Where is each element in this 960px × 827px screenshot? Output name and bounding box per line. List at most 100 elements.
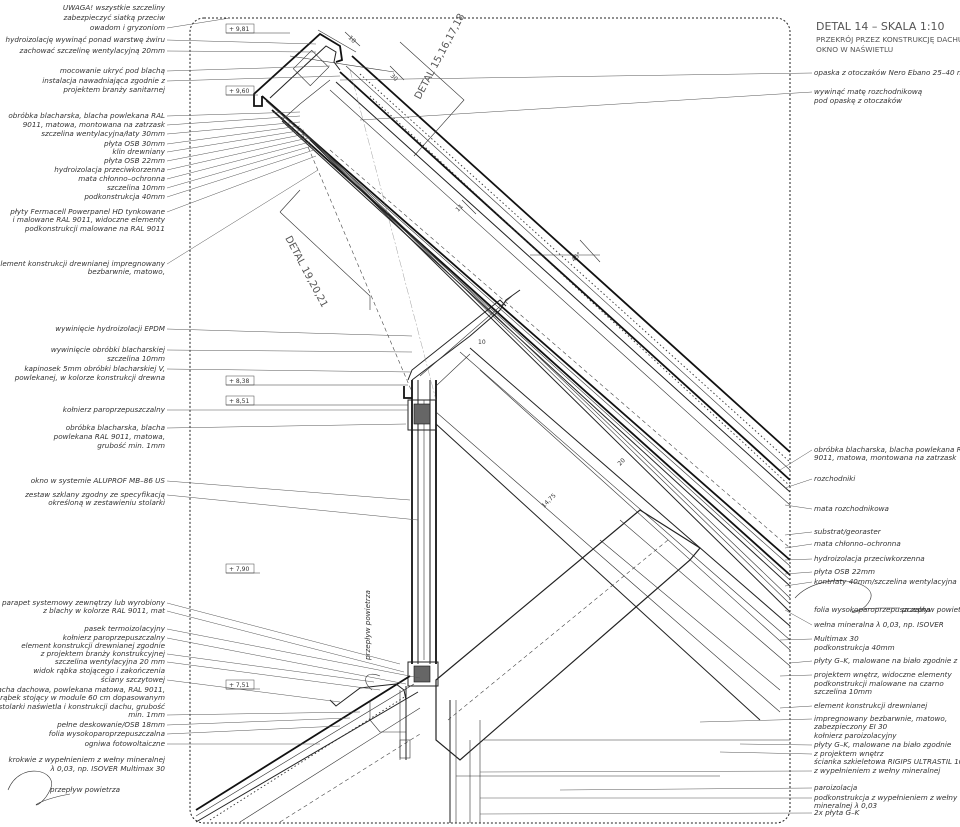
airflow-arrow-left: [7, 770, 71, 806]
interior-wall: [449, 700, 790, 823]
annotation-label: mocowanie ukryć pod blachą: [60, 66, 165, 75]
leader-line: [166, 111, 301, 117]
left-leader-lines: [166, 17, 421, 745]
airflow-label-vertical: przepływ powietrza: [363, 590, 372, 661]
leader-line: [779, 449, 813, 471]
annotation-label: powlekanej, w kolorze konstrukcji drewna: [14, 373, 165, 382]
level-marker: + 9,60: [225, 85, 258, 96]
leader-line: [784, 478, 813, 489]
detail-callout-a: DETAL 15,16,17,18: [413, 12, 467, 101]
annotation-label: element konstrukcji drewnianej: [814, 701, 927, 710]
annotation-label: λ 0,03, np. ISOVER Multimax 30: [49, 764, 165, 773]
annotation-label: podkonstrukcji malowane na RAL 9011: [24, 224, 165, 233]
annotation-label: i malowane RAL 9011, widoczne elementy: [13, 215, 166, 224]
level-text: + 8,51: [229, 398, 249, 405]
leader-line: [784, 558, 813, 561]
leader-line: [166, 725, 341, 735]
leader-line: [359, 91, 813, 121]
level-marker: + 7,51: [225, 679, 260, 690]
annotation-label: płyta OSB 22mm: [813, 567, 875, 576]
annotation-label: wywinięcie obróbki blacharskiej: [51, 345, 165, 354]
annotation-label: Multimax 30: [814, 634, 859, 643]
leader-line: [699, 718, 813, 723]
annotation-label: wełna mineralna λ 0,03, np. ISOVER: [814, 620, 944, 629]
diagonal-timber-member: [435, 509, 791, 761]
leader-line: [784, 531, 813, 536]
title-sub-1: PRZEKRÓJ PRZEZ KONSTRUKCJĘ DACHU,: [816, 35, 960, 44]
upper-roof-layers: [261, 55, 791, 613]
annotation-label: ściany szczytowej: [101, 675, 165, 684]
leader-line: [166, 65, 331, 72]
annotation-label: mata rozchodnikowa: [814, 504, 889, 513]
annotation-label: zachować szczelinę wentylacyjną 20mm: [19, 46, 165, 55]
angle-label: 45°: [570, 251, 582, 263]
annotation-label: substrat/georaster: [814, 527, 882, 536]
annotation-label: płyta OSB 30mm: [103, 139, 165, 148]
leader-line: [166, 141, 311, 180]
annotation-label: ogniwa fotowoltaiczne: [85, 739, 166, 748]
leader-line: [166, 137, 309, 171]
annotation-label: rozchodniki: [814, 474, 855, 483]
annotation-label: kołnierz paroprzepuszczalny: [63, 633, 166, 642]
annotation-label: instalacja nawadniająca zgodnie z: [42, 76, 165, 85]
title-sub-2: OKNO W NAŚWIETLU: [816, 45, 893, 54]
leader-line: [166, 169, 319, 265]
annotation-label: mata chłonno–ochronna: [814, 539, 901, 548]
annotation-label: mata chłonno–ochronna: [78, 174, 165, 183]
annotation-label: kontrłaty 40mm/szczelina wentylacyjna: [814, 577, 957, 586]
leader-line: [166, 129, 305, 153]
title-block: DETAL 14 – SKALA 1:10 PRZEKRÓJ PRZEZ KON…: [816, 20, 960, 54]
annotation-label: opaska z otoczaków Nero Ebano 25–40 mm: [814, 68, 960, 77]
leader-line: [559, 787, 813, 791]
leader-line: [339, 72, 813, 81]
annotation-label: szczelina wentylacyjna/łaty 30mm: [41, 129, 165, 138]
annotation-label: obróbka blacharska, blacha powlekana RAL: [8, 111, 165, 120]
annotation-label: 2x płyta G–K: [814, 808, 861, 817]
leader-line: [166, 145, 313, 189]
annotation-label: okno w systemie ALUPROF MB–86 US: [31, 476, 166, 485]
annotation-label: 9011, matowa, montowana na zatrzask: [814, 453, 957, 462]
leader-line: [166, 423, 407, 429]
leader-line: [739, 743, 813, 746]
annotation-label: UWAGA! wszystkie szczeliny: [63, 3, 166, 12]
dimension-marks: [344, 31, 601, 263]
annotation-label: na rąbek stojący w module 60 cm dopasowa…: [0, 693, 165, 702]
annotation-label: obróbka blacharska, blacha: [66, 423, 165, 432]
annotation-label: z projektem branży konstrukcyjnej: [40, 649, 165, 658]
leader-line: [166, 328, 413, 337]
annotation-label: wywinąć matę rozchodnikową: [814, 87, 922, 96]
detail-callout-b: DETAL 19,20,21: [282, 234, 329, 309]
annotation-label: bezbarwnie, matowo,: [88, 267, 165, 276]
leader-line: [166, 494, 419, 521]
annotation-label: folia wysokoparoprzepuszczalna: [49, 729, 165, 738]
annotation-label: pasek termoizolacyjny: [83, 624, 166, 633]
leader-line: [166, 480, 411, 501]
annotation-label: określoną w zestawieniu stolarki: [48, 498, 165, 507]
annotation-label: szczelina 10mm: [107, 354, 165, 363]
annotation-label: przepływ powietrza: [49, 785, 120, 794]
leader-line: [166, 75, 341, 82]
level-marker: + 7,90: [225, 563, 260, 574]
leader-line: [166, 610, 405, 673]
annotation-label: płyty G–K, malowane na biało zgodnie: [813, 740, 952, 749]
dim-20: 20: [616, 457, 626, 467]
annotation-label: kapinosek 5mm obróbki blacharskiej V,: [24, 364, 165, 373]
annotation-label: podkonstrukcja 40mm: [813, 643, 895, 652]
annotation-label: płyta OSB 22mm: [103, 156, 165, 165]
level-markers: + 9,81 + 9,60 + 8,38 + 8,51 + 7,90 + 7,5…: [225, 23, 408, 690]
annotation-label: z wypełnieniem z wełny mineralnej: [813, 766, 940, 775]
dim-11: 11: [454, 203, 464, 213]
annotation-label: projektem branży sanitarnej: [62, 85, 165, 94]
leader-line: [166, 717, 351, 726]
leader-line: [784, 504, 813, 510]
detail-section-line: [299, 127, 413, 393]
leader-line: [166, 628, 421, 679]
annotation-label: projektem wnętrz, widoczne elementy: [813, 670, 952, 679]
annotation-label: kołnierz paroizolacyjny: [814, 731, 897, 740]
leader-line: [166, 653, 375, 683]
level-text: + 9,81: [229, 26, 249, 33]
leader-line: [784, 581, 813, 587]
leader-line: [719, 751, 813, 755]
level-marker: + 8,38: [225, 375, 408, 386]
